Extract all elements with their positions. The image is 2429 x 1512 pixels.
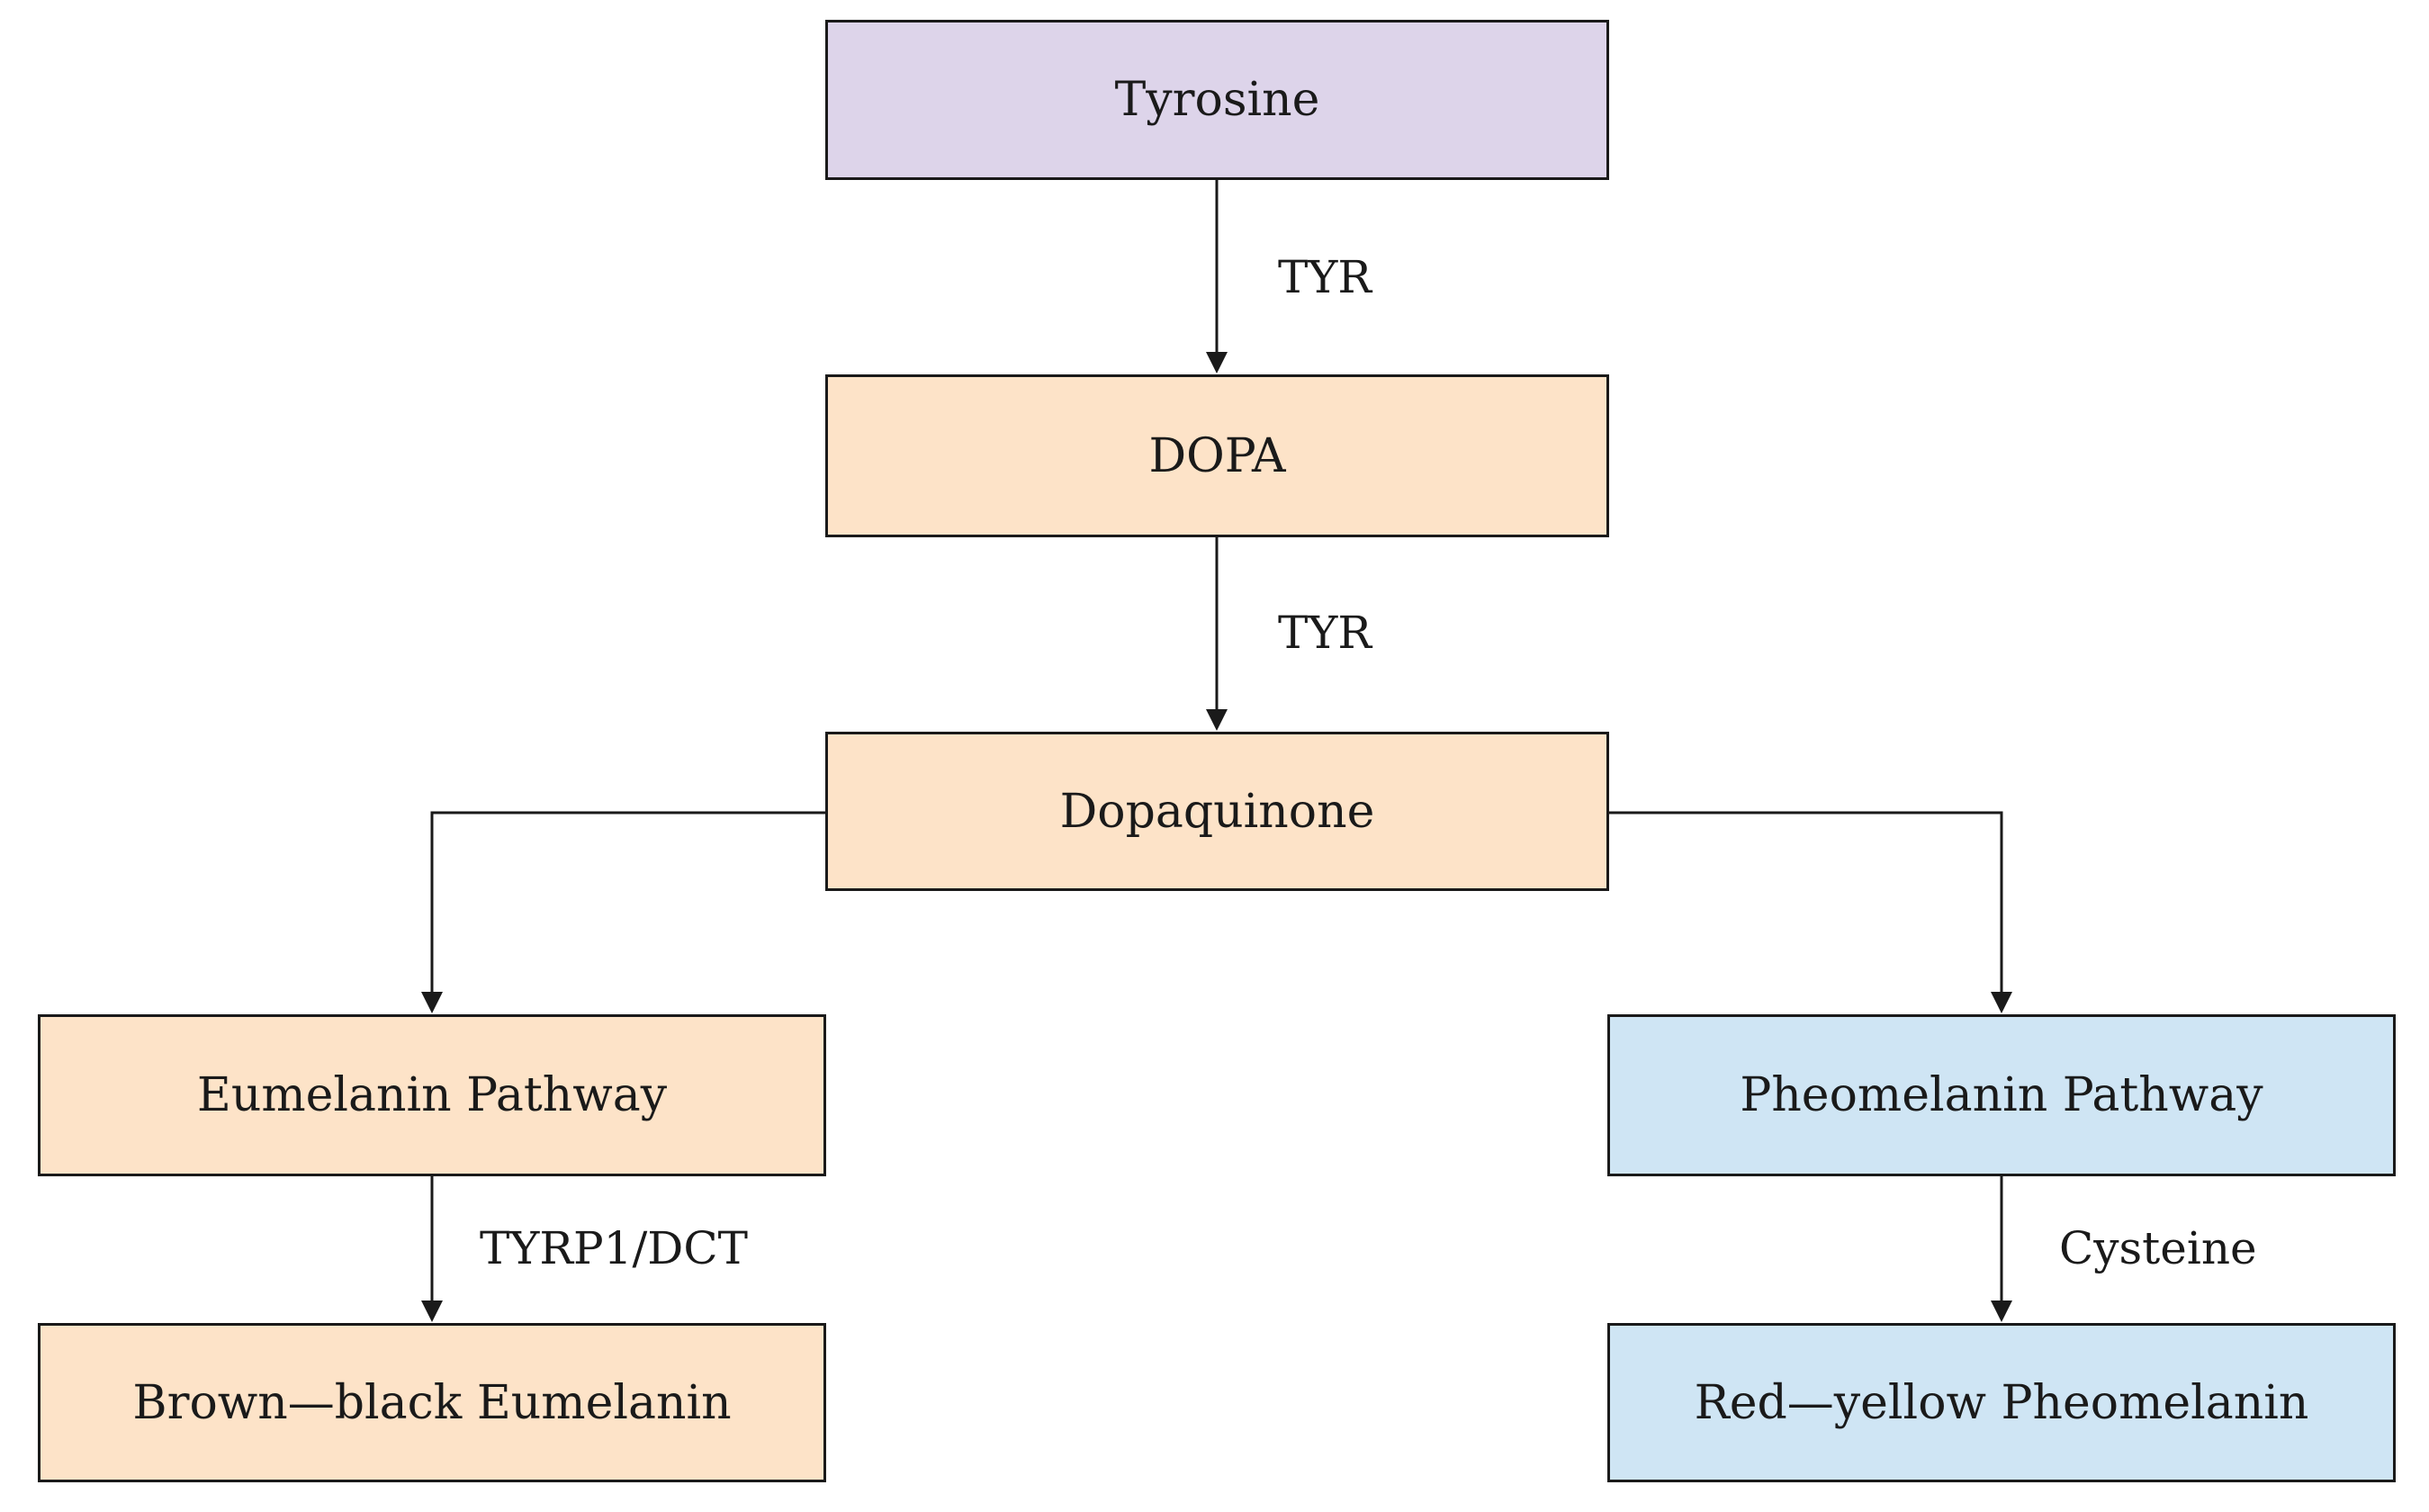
- node-brown-black-eumelanin: Brown—black Eumelanin: [38, 1323, 826, 1482]
- node-dopaquinone-label: Dopaquinone: [1059, 784, 1375, 839]
- edge-label-cysteine: Cysteine: [2059, 1222, 2257, 1274]
- node-eumelanin-pathway: Eumelanin Pathway: [38, 1014, 826, 1176]
- node-eumelanin-pathway-label: Eumelanin Pathway: [196, 1068, 668, 1122]
- node-tyrosine: Tyrosine: [825, 20, 1609, 180]
- node-dopa-label: DOPA: [1148, 428, 1286, 483]
- node-brown-black-eumelanin-label: Brown—black Eumelanin: [132, 1375, 732, 1430]
- node-pheomelanin-pathway: Pheomelanin Pathway: [1607, 1014, 2396, 1176]
- arrow-dopaquinone-to-pheomelanin: [1609, 811, 2012, 1013]
- edge-label-tyr-1: TYR: [1278, 251, 1372, 303]
- node-pheomelanin-pathway-label: Pheomelanin Pathway: [1740, 1068, 2263, 1122]
- edge-label-tyrp1-dct: TYRP1/DCT: [480, 1222, 748, 1274]
- arrow-dopaquinone-to-eumelanin: [421, 811, 825, 1013]
- edge-label-tyr-2: TYR: [1278, 607, 1372, 659]
- node-tyrosine-label: Tyrosine: [1114, 73, 1320, 127]
- node-dopa: DOPA: [825, 374, 1609, 537]
- node-red-yellow-pheomelanin-label: Red—yellow Pheomelanin: [1694, 1375, 2309, 1430]
- node-red-yellow-pheomelanin: Red—yellow Pheomelanin: [1607, 1323, 2396, 1482]
- node-dopaquinone: Dopaquinone: [825, 732, 1609, 891]
